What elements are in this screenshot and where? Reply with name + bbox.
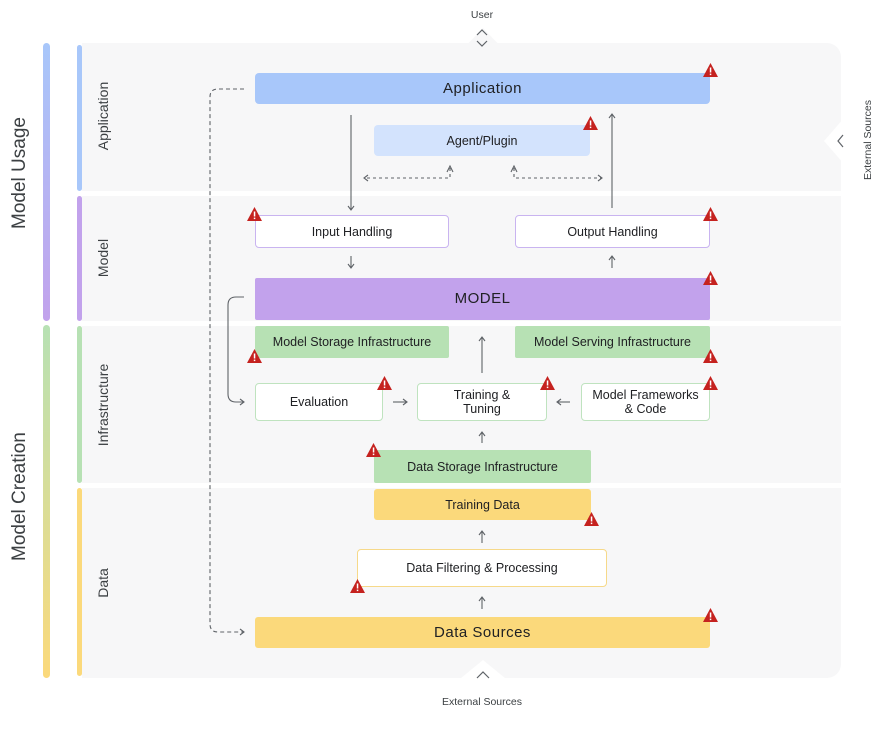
model-to-eval-loop: [227, 296, 245, 406]
data-sources-box: Data Sources: [255, 617, 710, 648]
bottom-notch: [461, 660, 505, 679]
right-notch: [824, 118, 844, 164]
chevron-up-down-icon: [476, 29, 488, 47]
training-tuning-line1: Training &: [453, 388, 511, 402]
application-box: Application: [255, 73, 710, 104]
data-storage-box: Data Storage Infrastructure: [374, 450, 591, 483]
warning-icon: [584, 512, 599, 526]
training-data-box: Training Data: [374, 489, 591, 520]
frameworks-box: Model Frameworks & Code: [581, 383, 710, 421]
dashed-app-data-loop: [209, 88, 245, 636]
dashed-agent-left: [363, 168, 451, 182]
training-tuning-line2: Tuning: [463, 402, 501, 416]
application-band: [82, 43, 841, 191]
warning-icon: [583, 116, 598, 130]
user-notch: [462, 28, 504, 50]
user-label: User: [470, 9, 494, 21]
warning-icon: [540, 376, 555, 390]
evaluation-box: Evaluation: [255, 383, 383, 421]
model-usage-bar: [43, 43, 50, 321]
model-serving-box: Model Serving Infrastructure: [515, 326, 710, 358]
warning-icon: [703, 376, 718, 390]
warning-icon: [366, 443, 381, 457]
warning-icon: [703, 608, 718, 622]
warning-icon: [703, 271, 718, 285]
dashed-agent-right: [513, 168, 603, 182]
model-strip: [77, 196, 82, 321]
frameworks-line2: & Code: [624, 402, 667, 416]
model-box: MODEL: [255, 278, 710, 320]
warning-icon: [377, 376, 392, 390]
warning-icon: [703, 63, 718, 77]
warning-icon: [703, 349, 718, 363]
data-strip: [77, 488, 82, 676]
input-handling-box: Input Handling: [255, 215, 449, 248]
frameworks-line1: Model Frameworks: [592, 388, 699, 402]
agent-plugin-box: Agent/Plugin: [374, 125, 590, 156]
external-sources-bottom-label: External Sources: [442, 696, 522, 708]
model-storage-box: Model Storage Infrastructure: [255, 326, 449, 358]
data-filtering-box: Data Filtering & Processing: [357, 549, 607, 587]
model-creation-bar: [43, 325, 50, 678]
warning-icon: [350, 579, 365, 593]
application-strip: [77, 45, 82, 191]
output-handling-box: Output Handling: [515, 215, 710, 248]
training-tuning-box: Training & Tuning: [417, 383, 547, 421]
warning-icon: [247, 349, 262, 363]
infrastructure-strip: [77, 326, 82, 483]
warning-icon: [247, 207, 262, 221]
warning-icon: [703, 207, 718, 221]
